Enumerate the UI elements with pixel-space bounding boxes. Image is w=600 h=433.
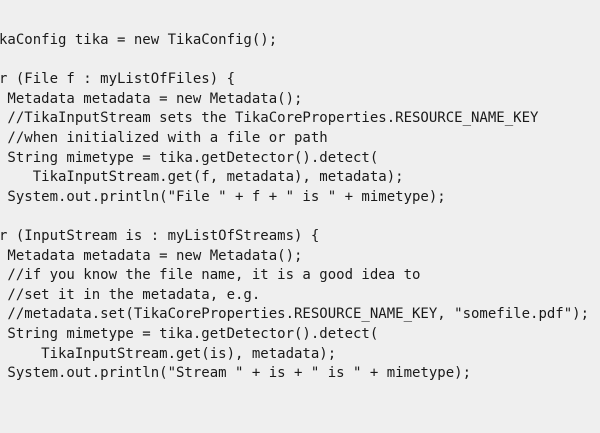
code-line: TikaInputStream.get(f, metadata), metada… — [0, 169, 404, 186]
code-line: r (File f : myListOfFiles) { — [0, 71, 236, 88]
code-line: //TikaInputStream sets the TikaCorePrope… — [0, 110, 539, 127]
code-line: TikaInputStream.get(is), metadata); — [0, 345, 337, 362]
code-line: Metadata metadata = new Metadata(); — [0, 247, 303, 264]
code-line: String mimetype = tika.getDetector().det… — [0, 149, 379, 166]
code-line: kaConfig tika = new TikaConfig(); — [0, 32, 278, 48]
code-line: //metadata.set(TikaCoreProperties.RESOUR… — [0, 306, 590, 323]
code-line: r (InputStream is : myListOfStreams) { — [0, 227, 320, 244]
code-line: Metadata metadata = new Metadata(); — [0, 90, 303, 107]
code-line: //set it in the metadata, e.g. — [0, 286, 261, 303]
code-line: //if you know the file name, it is a goo… — [0, 267, 421, 284]
code-viewport: kaConfig tika = new TikaConfig(); r (File… — [0, 31, 600, 384]
code-line: String mimetype = tika.getDetector().det… — [0, 325, 379, 342]
code-block: kaConfig tika = new TikaConfig(); r (File… — [0, 31, 600, 384]
code-line-blank — [0, 207, 600, 227]
code-line: System.out.println("Stream " + is + " is… — [0, 365, 472, 382]
code-line: //when initialized with a file or path — [0, 129, 328, 146]
code-line: System.out.println("File " + f + " is " … — [0, 188, 446, 205]
code-line-blank — [0, 51, 600, 71]
